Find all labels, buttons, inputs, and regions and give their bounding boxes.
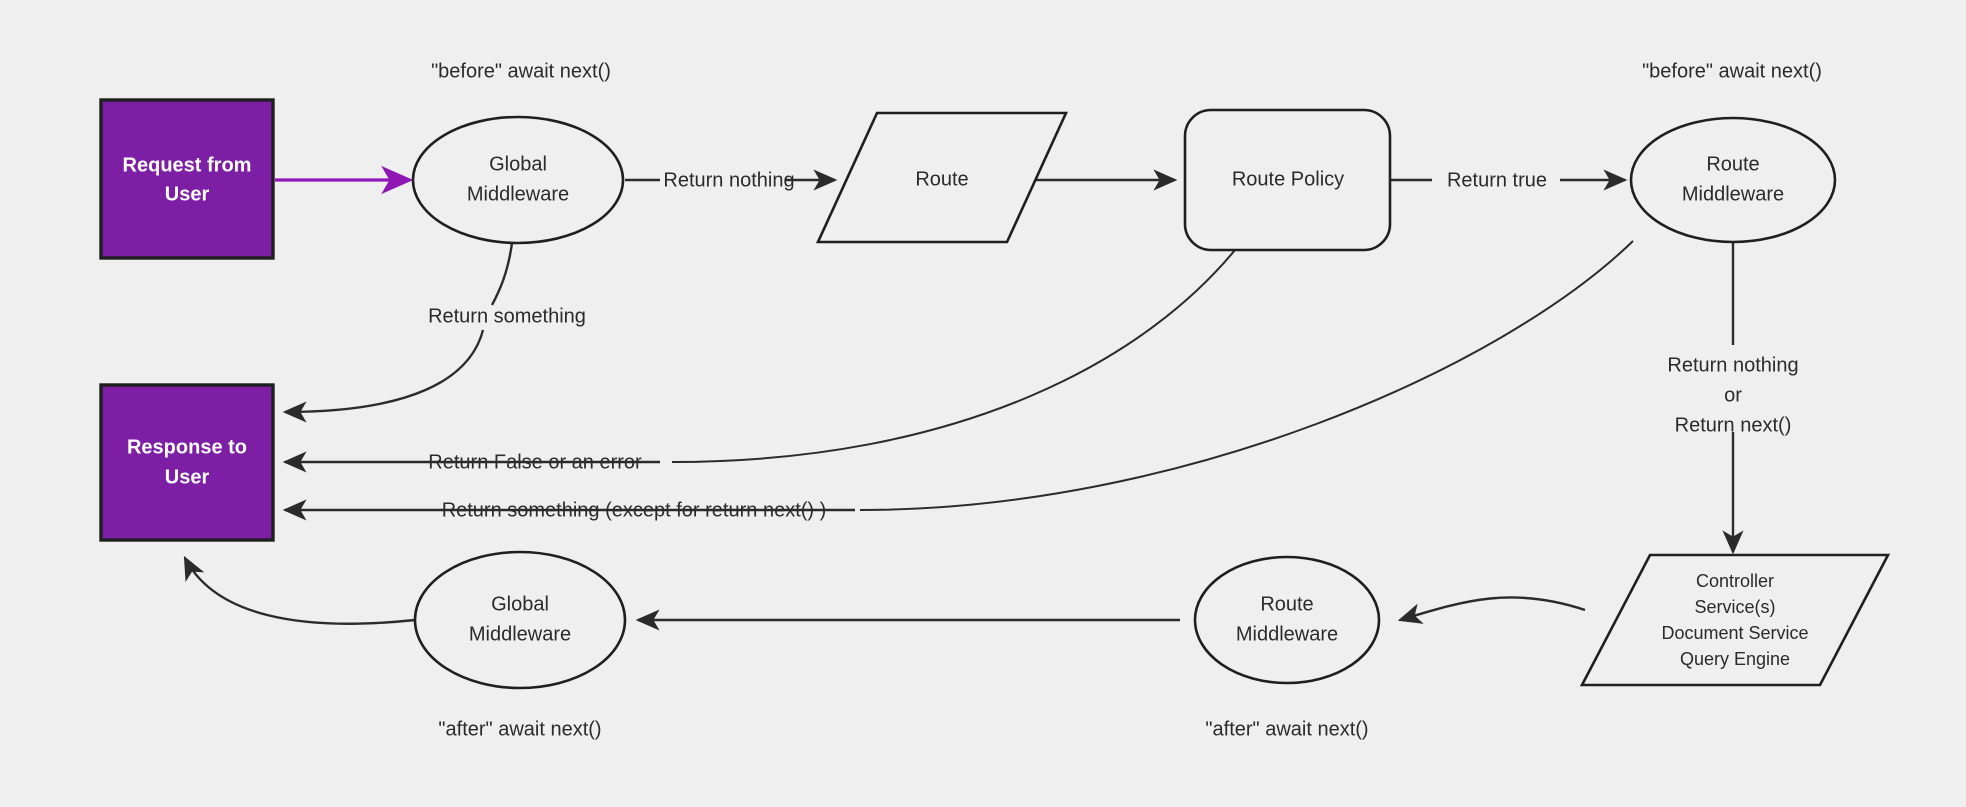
route-parallelogram[interactable] (815, 111, 1069, 244)
route-middleware-before-ellipse[interactable] (1629, 116, 1837, 244)
route-middleware-before-label-line1: Route (1706, 153, 1759, 175)
controller-label-line3: Document Service (1661, 623, 1808, 643)
edge-label-return-nothing-or-next-line2: or (1724, 384, 1742, 406)
global-middleware-after-ellipse[interactable] (413, 550, 627, 690)
edge-label-return-something: Return something (428, 305, 586, 327)
annotation-after-global-middleware: "after" await next() (438, 718, 601, 740)
response-to-user-label-line2: User (165, 466, 210, 488)
edge-label-return-nothing-or-next-line3: Return next() (1675, 414, 1792, 436)
edge-global-to-response-lower (282, 329, 485, 423)
request-from-user-box[interactable] (99, 98, 275, 260)
request-from-user-label-line1: Request from (123, 154, 252, 176)
edge-label-return-nothing-or-next-line1: Return nothing (1667, 354, 1798, 376)
edge-label-return-true: Return true (1447, 169, 1547, 191)
global-middleware-before-ellipse[interactable] (411, 115, 625, 245)
global-middleware-before-label-line2: Middleware (467, 183, 569, 205)
edge-global-to-response-upper (490, 242, 514, 306)
global-middleware-after-label-line1: Global (491, 593, 549, 615)
controller-label-line2: Service(s) (1694, 597, 1775, 617)
request-from-user-label-line2: User (165, 183, 210, 205)
route-middleware-before-label-line2: Middleware (1682, 183, 1784, 205)
edge-label-return-nothing: Return nothing (663, 169, 794, 191)
edge-route-mw-to-response-curve (859, 240, 1634, 511)
edge-label-return-false-or-error: Return False or an error (428, 451, 642, 473)
response-to-user-box[interactable] (99, 383, 275, 542)
edge-global-mw-after-to-response (183, 555, 416, 625)
controller-label-line4: Query Engine (1680, 649, 1790, 669)
route-policy-label: Route Policy (1232, 168, 1344, 190)
response-to-user-label-line1: Response to (127, 436, 247, 458)
route-label: Route (915, 168, 968, 190)
route-middleware-after-ellipse[interactable] (1193, 555, 1381, 685)
controller-parallelogram[interactable] (1579, 553, 1891, 687)
edge-label-return-something-except-next: Return something (except for return next… (442, 499, 827, 521)
global-middleware-after-label-line2: Middleware (469, 623, 571, 645)
global-middleware-before-label-line1: Global (489, 153, 547, 175)
edge-policy-to-response-curve (671, 239, 1244, 463)
route-middleware-after-label-line1: Route (1260, 593, 1313, 615)
route-policy-box[interactable] (1183, 108, 1392, 252)
controller-label-line1: Controller (1696, 571, 1774, 591)
edge-controller-to-route-middleware-after (1397, 596, 1586, 624)
annotation-before-global-middleware: "before" await next() (431, 60, 611, 82)
route-middleware-after-label-line2: Middleware (1236, 623, 1338, 645)
annotation-before-route-middleware: "before" await next() (1642, 60, 1822, 82)
annotation-after-route-middleware: "after" await next() (1205, 718, 1368, 740)
